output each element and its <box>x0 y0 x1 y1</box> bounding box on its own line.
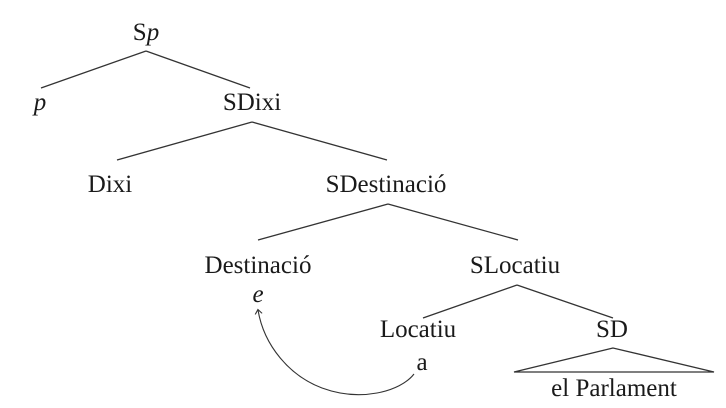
node-p: p <box>32 89 47 116</box>
node-a: a <box>416 349 427 376</box>
node-destinacio: Destinació <box>205 252 312 279</box>
node-slocatiu: SLocatiu <box>470 252 561 279</box>
edge-sdestinacio-slocatiu <box>387 203 519 241</box>
edge-sdestinacio-destinacio <box>257 203 389 241</box>
node-sp: Sp <box>133 19 159 46</box>
edge-slocatiu-sd <box>516 284 614 319</box>
node-sdixi: SDixi <box>223 89 281 116</box>
edge-sp-sdixi <box>145 50 251 89</box>
triangle-sd <box>513 347 715 373</box>
node-dixi: Dixi <box>88 171 133 198</box>
edge-slocatiu-locatiu <box>422 284 518 319</box>
node-trace-e: e <box>252 281 263 308</box>
node-locatiu: Locatiu <box>380 316 457 343</box>
node-el-parlament: el Parlament <box>551 375 677 402</box>
edge-sp-p <box>40 50 147 89</box>
edge-sdixi-dixi <box>116 121 253 161</box>
node-sdestinacio: SDestinació <box>326 171 447 198</box>
movement-arrow <box>258 310 415 396</box>
edge-sdixi-sdestinacio <box>251 121 388 161</box>
node-sd: SD <box>596 316 628 343</box>
